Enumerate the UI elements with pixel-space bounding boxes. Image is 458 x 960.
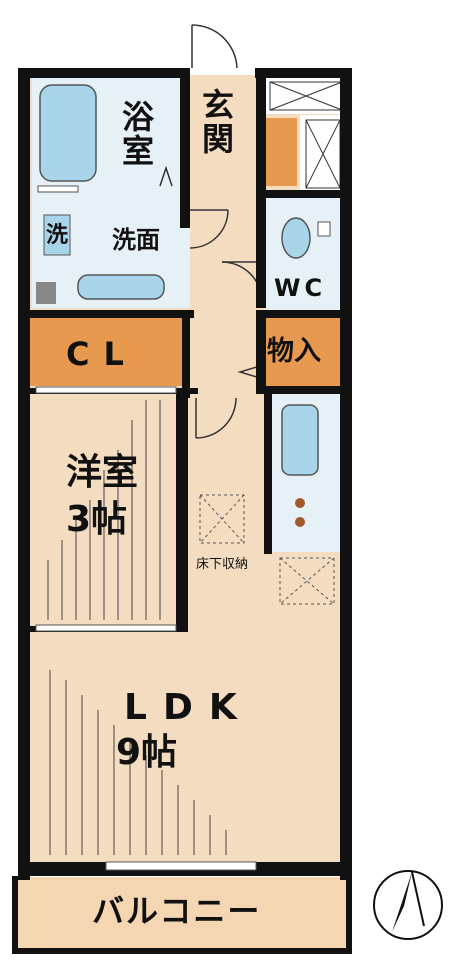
bath-label: 浴 室 — [121, 98, 154, 170]
toilet-paper — [317, 221, 331, 237]
balcony-label: バルコニー — [92, 892, 262, 930]
underfloor-hatch-cross — [199, 494, 245, 544]
sliding-door — [37, 185, 79, 193]
ldk-size: 9帖 — [116, 732, 178, 773]
door-swing-icon — [237, 365, 261, 379]
sliding-window — [105, 861, 257, 871]
pipe-space-cross — [269, 81, 343, 111]
compass-north-icon — [373, 870, 443, 940]
shoe-closet — [265, 118, 297, 186]
underfloor-hatch — [279, 557, 335, 605]
washing-machine — [43, 214, 71, 256]
entrance-label: 玄 関 — [201, 86, 234, 158]
sliding-door — [35, 386, 177, 394]
door-swing-icon — [195, 397, 237, 439]
underfloor-storage-label: 床下収納 — [196, 557, 249, 572]
door-swing-icon — [159, 165, 173, 187]
kitchen-sink — [281, 404, 319, 476]
washroom-fixture — [36, 282, 56, 304]
closet — [30, 318, 186, 386]
bathtub — [39, 84, 97, 182]
balcony — [14, 877, 348, 949]
toilet-bowl — [281, 217, 311, 259]
western-room-size: 3帖 — [66, 499, 128, 540]
sliding-door — [35, 624, 177, 632]
laundry-label: 洗 — [46, 223, 69, 248]
storage — [265, 318, 347, 388]
pipe-space-cross — [305, 119, 341, 189]
wash-basin — [77, 274, 165, 300]
western-room-label: 洋室 — [66, 452, 139, 493]
stove-burner — [295, 498, 305, 508]
wc-label: WC — [274, 274, 327, 302]
door-swing-icon — [191, 24, 238, 69]
ldk-label: LDK — [124, 687, 253, 728]
stove-burner — [295, 517, 305, 527]
door-swing-icon — [189, 209, 229, 249]
storage-label: 物入 — [267, 336, 321, 367]
closet-label: CL — [66, 335, 138, 373]
underfloor-hatch — [199, 494, 245, 544]
washroom-label: 洗面 — [112, 226, 160, 254]
